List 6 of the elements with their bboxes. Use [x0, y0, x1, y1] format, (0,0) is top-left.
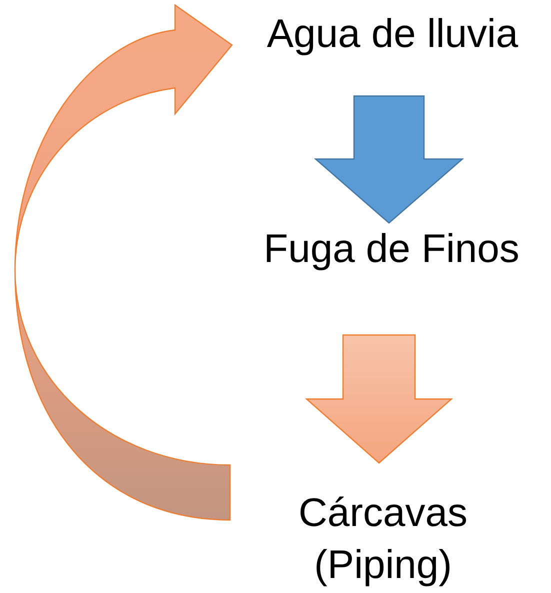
curved-arrow	[14, 4, 233, 521]
step-label: Cárcavas (Piping)	[298, 490, 468, 589]
block-arrow	[314, 95, 464, 224]
step-label: Fuga de Finos	[264, 226, 520, 273]
step-label: Agua de lluvia	[266, 11, 518, 58]
block-arrow	[304, 334, 454, 464]
